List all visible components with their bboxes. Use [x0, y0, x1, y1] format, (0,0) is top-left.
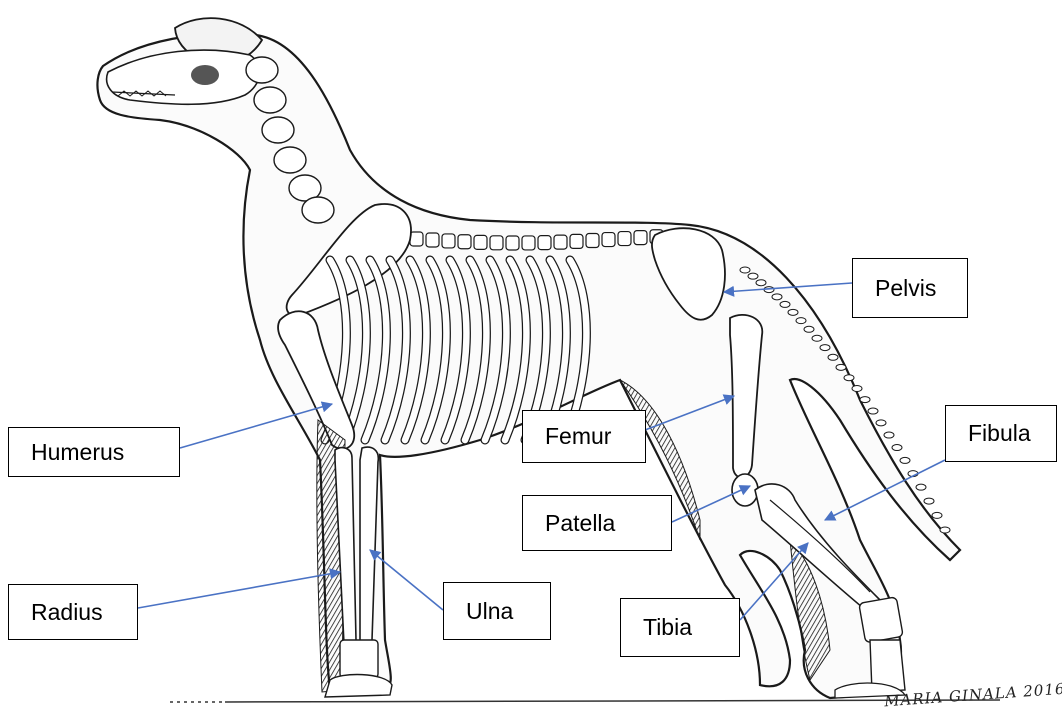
tail-vertebra	[924, 498, 934, 504]
ground-line	[170, 700, 1000, 702]
spine-vertebra	[586, 234, 599, 248]
label-ulna: Ulna	[443, 582, 551, 640]
label-tibia: Tibia	[620, 598, 740, 657]
spine-vertebra	[506, 236, 519, 250]
tail-vertebra	[884, 432, 894, 438]
tail-vertebra	[740, 267, 750, 273]
spine-vertebra	[490, 236, 503, 250]
tail-vertebra	[812, 335, 822, 341]
tail-vertebra	[748, 273, 758, 279]
tail-vertebra	[940, 527, 950, 533]
label-humerus: Humerus	[8, 427, 180, 477]
neck-vertebra	[262, 117, 294, 143]
tail-vertebra	[820, 345, 830, 351]
tail-vertebra	[796, 318, 806, 324]
tail-vertebra	[852, 385, 862, 391]
tail-vertebra	[804, 326, 814, 332]
tail-vertebra	[780, 301, 790, 307]
spine-vertebra	[458, 235, 471, 249]
tail-vertebra	[788, 309, 798, 315]
spine-vertebra	[618, 232, 631, 246]
spine-vertebra	[554, 235, 567, 249]
neck-vertebra	[274, 147, 306, 173]
spine-vertebra	[538, 236, 551, 250]
tail-vertebra	[828, 354, 838, 360]
tail-vertebra	[772, 294, 782, 300]
tail-vertebra	[876, 420, 886, 426]
tail-vertebra	[900, 457, 910, 463]
tail-vertebra	[892, 445, 902, 451]
neck-vertebra	[302, 197, 334, 223]
tail-vertebra	[932, 512, 942, 518]
spine-vertebra	[522, 236, 535, 250]
patella-bone	[732, 474, 758, 506]
spine-vertebra	[442, 234, 455, 248]
tail-vertebra	[868, 408, 878, 414]
spine-vertebra	[426, 233, 439, 247]
arrow-radius	[138, 572, 340, 608]
spine-vertebra	[410, 232, 423, 246]
spine-vertebra	[634, 231, 647, 245]
tail-vertebra	[860, 397, 870, 403]
tail-vertebra	[916, 484, 926, 490]
label-pelvis: Pelvis	[852, 258, 968, 318]
neck-vertebra	[254, 87, 286, 113]
spine-vertebra	[570, 234, 583, 248]
neck-vertebra	[246, 57, 278, 83]
label-femur: Femur	[522, 410, 646, 463]
tail-vertebra	[756, 280, 766, 286]
tail-vertebra	[844, 375, 854, 381]
spine-vertebra	[474, 235, 487, 249]
label-radius: Radius	[8, 584, 138, 640]
spine-vertebra	[602, 233, 615, 247]
label-fibula: Fibula	[945, 405, 1057, 462]
label-patella: Patella	[522, 495, 672, 551]
tail-vertebra	[836, 364, 846, 370]
